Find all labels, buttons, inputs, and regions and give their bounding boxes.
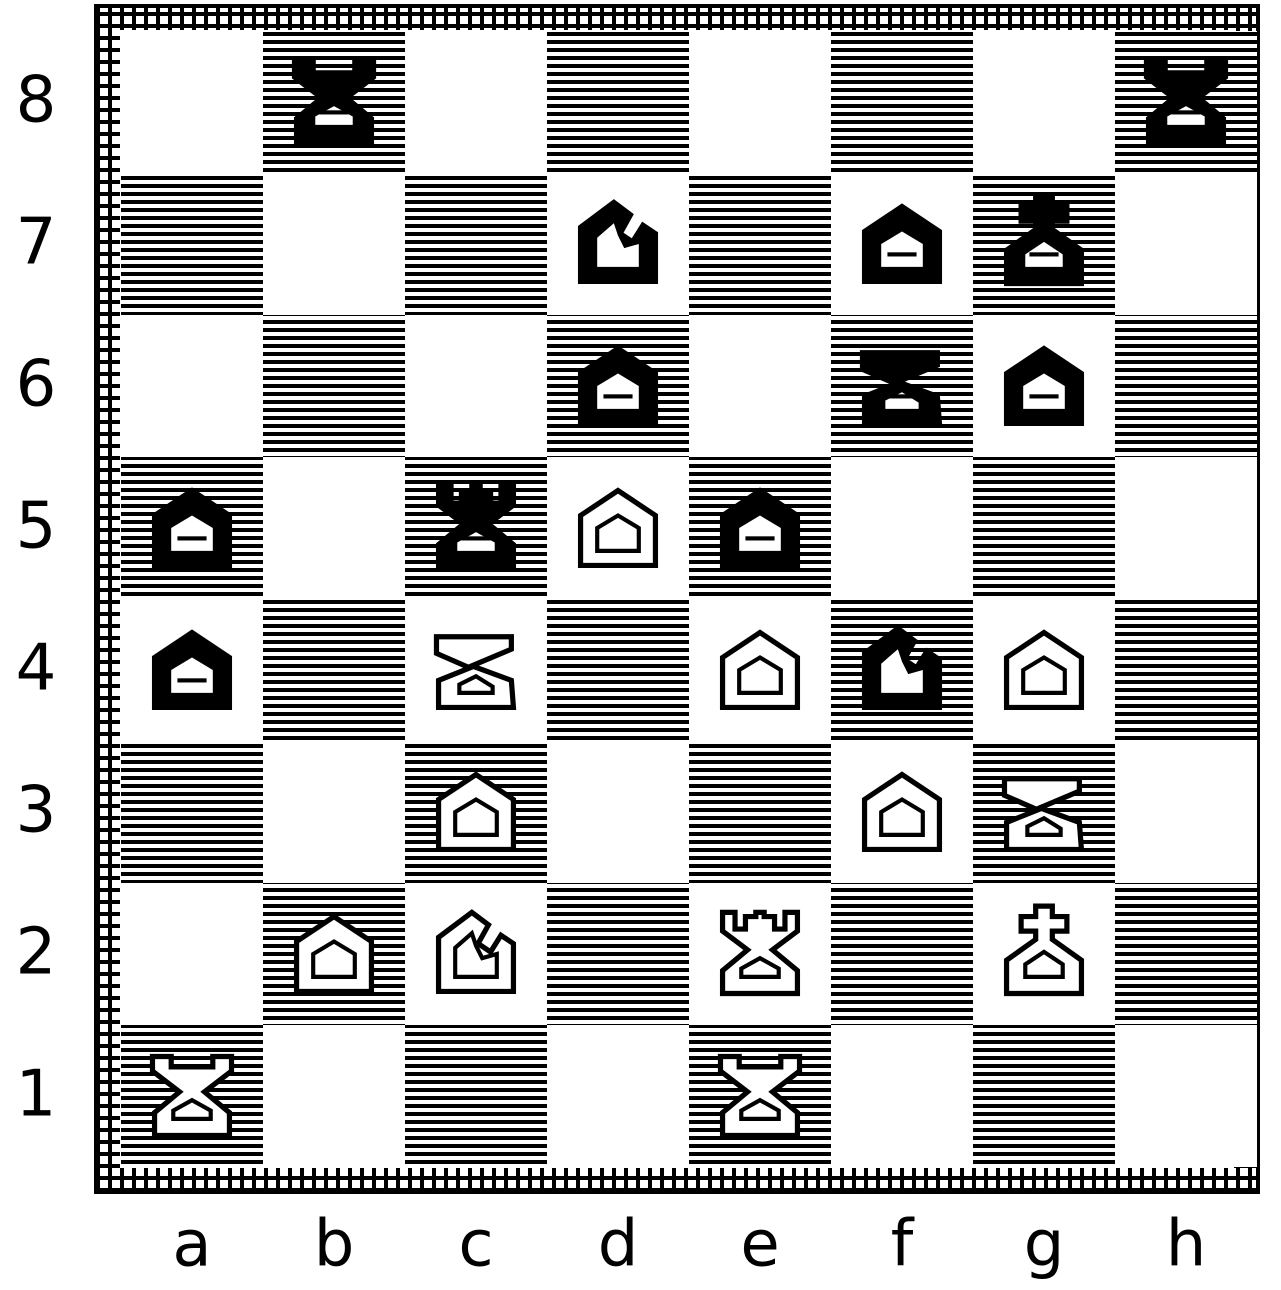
dark-square-b4[interactable]	[263, 599, 405, 741]
dark-square-h2[interactable]	[1115, 883, 1257, 1025]
light-square-b7[interactable]	[263, 173, 405, 315]
dark-square-g5[interactable]	[973, 457, 1115, 599]
dark-square-f8[interactable]	[831, 31, 973, 173]
light-square-b3[interactable]	[263, 741, 405, 883]
file-label: c	[458, 1208, 493, 1282]
dark-square-e7[interactable]	[689, 173, 831, 315]
light-square-a6[interactable]	[121, 315, 263, 457]
dark-square-c1[interactable]	[405, 1025, 547, 1167]
light-square-h3[interactable]	[1115, 741, 1257, 883]
light-square-c6[interactable]	[405, 315, 547, 457]
file-labels: a b c d e f g h	[172, 1208, 1206, 1282]
dark-square-b6[interactable]	[263, 315, 405, 457]
dark-square-d2[interactable]	[547, 883, 689, 1025]
light-square-e6[interactable]	[689, 315, 831, 457]
dark-square-a7[interactable]	[121, 173, 263, 315]
rank-label: 2	[16, 916, 57, 990]
light-square-d3[interactable]	[547, 741, 689, 883]
light-square-a8[interactable]	[121, 31, 263, 173]
dark-square-e3[interactable]	[689, 741, 831, 883]
file-label: e	[740, 1208, 779, 1282]
file-label: h	[1166, 1208, 1207, 1282]
rank-label: 6	[16, 348, 57, 422]
light-square-c8[interactable]	[405, 31, 547, 173]
file-label: f	[891, 1208, 915, 1282]
dark-square-f2[interactable]	[831, 883, 973, 1025]
dark-square-c7[interactable]	[405, 173, 547, 315]
file-label: g	[1024, 1208, 1065, 1282]
light-square-h1[interactable]	[1115, 1025, 1257, 1167]
rank-label: 4	[16, 632, 57, 706]
light-square-b5[interactable]	[263, 457, 405, 599]
light-square-h7[interactable]	[1115, 173, 1257, 315]
rank-labels: 8 7 6 5 4 3 2 1	[16, 64, 57, 1132]
light-square-g8[interactable]	[973, 31, 1115, 173]
rank-label: 8	[16, 64, 57, 138]
rank-label: 5	[16, 490, 57, 564]
dark-square-h4[interactable]	[1115, 599, 1257, 741]
light-square-d1[interactable]	[547, 1025, 689, 1167]
rank-label: 3	[16, 774, 57, 848]
rank-label: 1	[16, 1058, 57, 1132]
file-label: d	[598, 1208, 639, 1282]
file-label: b	[314, 1208, 355, 1282]
dark-square-g1[interactable]	[973, 1025, 1115, 1167]
light-square-f1[interactable]	[831, 1025, 973, 1167]
dark-square-a3[interactable]	[121, 741, 263, 883]
dark-square-h6[interactable]	[1115, 315, 1257, 457]
file-label: a	[172, 1208, 211, 1282]
board-squares	[121, 31, 1257, 1167]
dark-square-d4[interactable]	[547, 599, 689, 741]
rank-label: 7	[16, 206, 57, 280]
light-square-h5[interactable]	[1115, 457, 1257, 599]
light-square-f5[interactable]	[831, 457, 973, 599]
light-square-b1[interactable]	[263, 1025, 405, 1167]
dark-square-d8[interactable]	[547, 31, 689, 173]
light-square-e8[interactable]	[689, 31, 831, 173]
light-square-a2[interactable]	[121, 883, 263, 1025]
